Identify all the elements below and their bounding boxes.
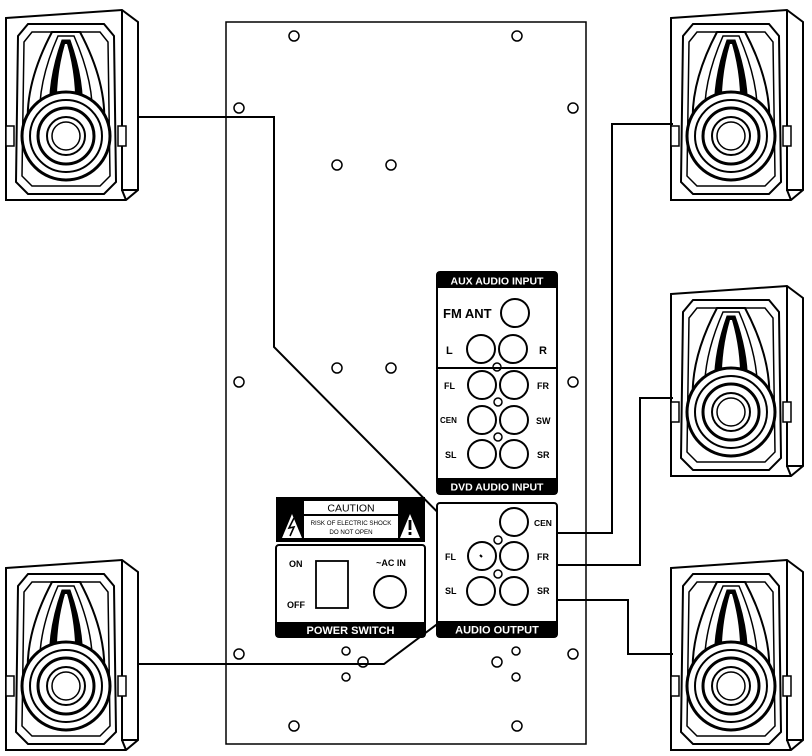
lightning-icon (282, 514, 302, 538)
aux-audio-input-title: AUX AUDIO INPUT (451, 276, 545, 288)
out-sr-label: SR (537, 586, 550, 596)
power-off-label: OFF (287, 600, 305, 610)
caution-label: CAUTION RISK OF ELECTRIC SHOCK DO NOT OP… (276, 497, 425, 542)
power-switch[interactable] (315, 560, 349, 609)
aux-left-jack[interactable] (466, 334, 496, 364)
audio-output-panel: CEN FL FR SL SR AUDIO OUTPUT (436, 502, 558, 638)
out-cen-label: CEN (534, 518, 552, 528)
dvd-fr-jack[interactable] (499, 370, 529, 400)
input-panel: AUX AUDIO INPUT FM ANT L R FL FR CEN SW … (436, 271, 558, 495)
dvd-sr-jack[interactable] (499, 439, 529, 469)
out-fr-jack[interactable] (499, 541, 529, 571)
speaker-icon (4, 8, 140, 202)
dvd-fl-label: FL (444, 381, 455, 391)
dvd-sw-label: SW (536, 416, 551, 426)
ac-in-label: ~AC IN (376, 558, 406, 568)
caution-title: CAUTION (327, 503, 374, 515)
fm-ant-jack[interactable] (500, 298, 530, 328)
exclamation-icon (400, 514, 420, 538)
dvd-audio-input-title: DVD AUDIO INPUT (451, 482, 545, 494)
speaker-icon (4, 558, 140, 752)
power-on-label: ON (289, 559, 303, 569)
speaker-icon (669, 558, 805, 752)
caution-line2: DO NOT OPEN (329, 529, 372, 536)
out-sl-label: SL (445, 586, 457, 596)
power-switch-panel: ON OFF ~AC IN POWER SWITCH (275, 544, 426, 638)
speaker-icon (669, 284, 805, 478)
out-sr-jack[interactable] (499, 576, 529, 606)
out-sl-jack[interactable] (466, 576, 496, 606)
dvd-fl-jack[interactable] (467, 370, 497, 400)
aux-right-jack[interactable] (498, 334, 528, 364)
dvd-sl-jack[interactable] (467, 439, 497, 469)
dvd-sl-label: SL (445, 450, 457, 460)
audio-output-title: AUDIO OUTPUT (455, 625, 539, 637)
screw-holes (233, 30, 579, 732)
dvd-cen-jack[interactable] (467, 405, 497, 435)
dvd-sw-jack[interactable] (499, 405, 529, 435)
fm-ant-label: FM ANT (443, 306, 492, 321)
out-fr-label: FR (537, 552, 549, 562)
ac-in-socket[interactable] (373, 575, 407, 609)
out-fl-label: FL (445, 552, 456, 562)
speaker-icon (669, 8, 805, 202)
dvd-fr-label: FR (537, 381, 549, 391)
aux-left-label: L (446, 345, 453, 357)
caution-line1: RISK OF ELECTRIC SHOCK (311, 520, 393, 527)
out-cen-jack[interactable] (499, 507, 529, 537)
power-switch-title: POWER SWITCH (307, 625, 395, 637)
aux-right-label: R (539, 345, 547, 357)
dvd-cen-label: CEN (440, 416, 457, 425)
dvd-sr-label: SR (537, 450, 550, 460)
